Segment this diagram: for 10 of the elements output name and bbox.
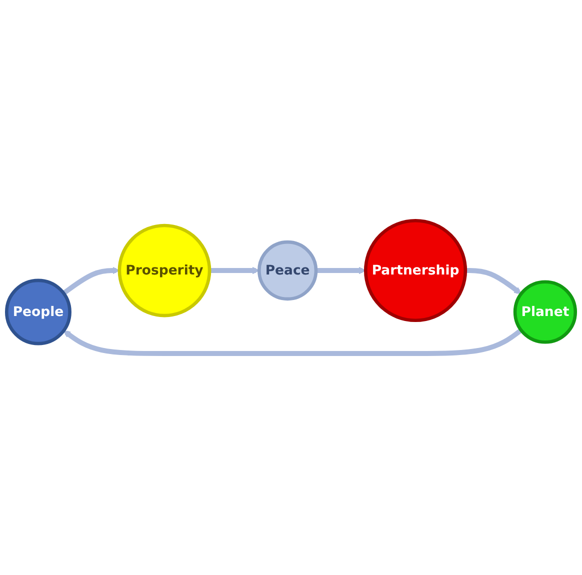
node-circle: Prosperity — [118, 224, 212, 318]
arrow — [62, 267, 120, 296]
arrow — [316, 267, 366, 275]
arrow — [63, 328, 523, 356]
arrow — [465, 268, 522, 295]
node-circle: Peace — [258, 240, 318, 302]
arrow — [210, 267, 260, 275]
node-circle: People — [4, 279, 72, 346]
node-circle: Planet — [513, 280, 578, 344]
node-circle: Partnership — [364, 219, 468, 322]
